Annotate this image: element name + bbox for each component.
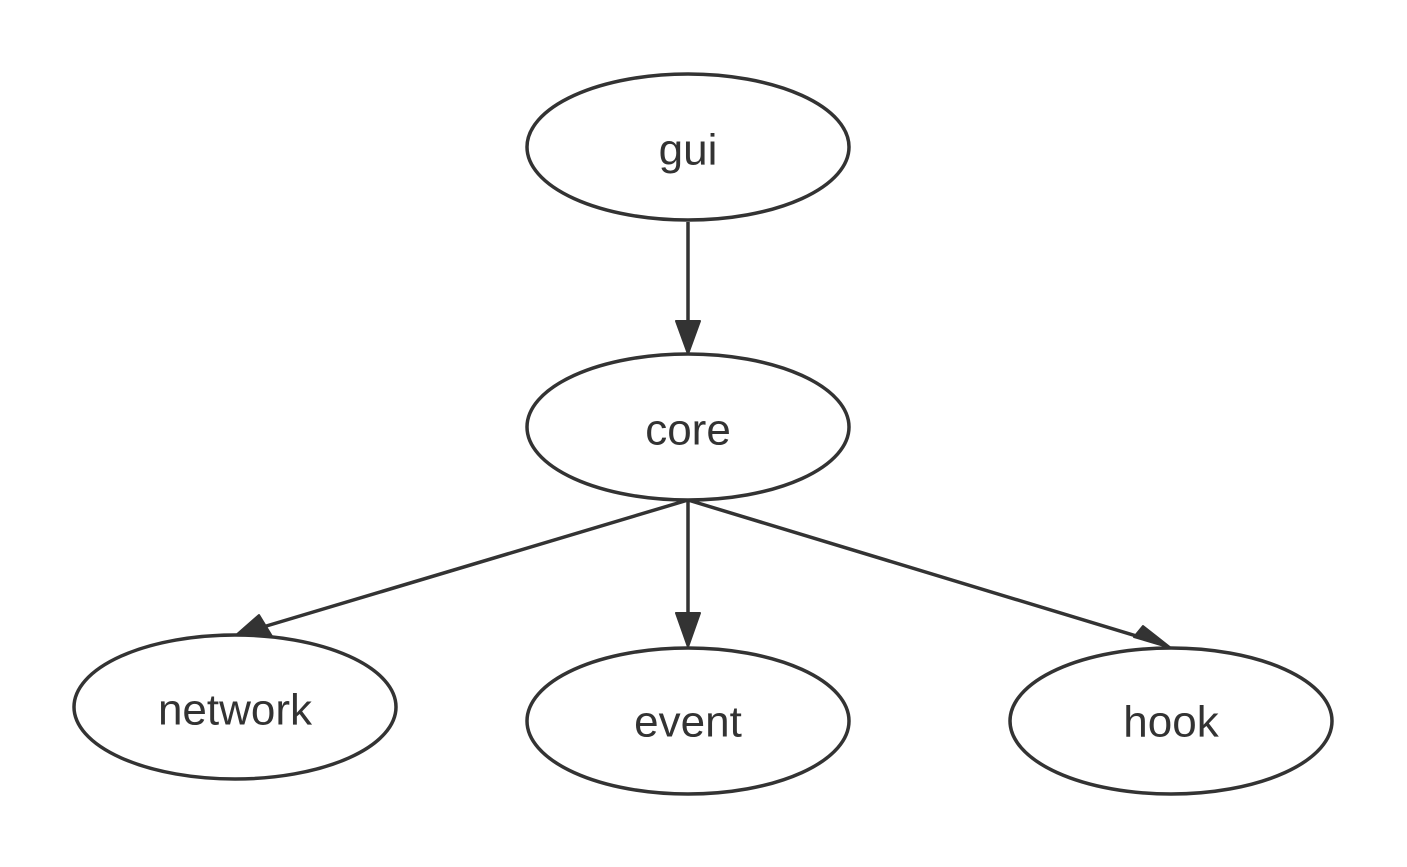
node-network[interactable]: network <box>72 633 398 781</box>
node-core[interactable]: core <box>525 352 851 502</box>
node-core-label: core <box>645 406 731 455</box>
node-gui-shape <box>525 72 851 222</box>
node-network-shape <box>72 633 398 781</box>
node-event-shape <box>525 646 851 796</box>
edge-core-event <box>675 500 701 648</box>
node-network-label: network <box>158 686 313 735</box>
edge-gui-core <box>675 222 701 355</box>
node-gui-label: gui <box>659 126 718 175</box>
node-hook-label: hook <box>1123 698 1219 747</box>
edges <box>234 222 1172 649</box>
edge-core-network <box>234 498 689 639</box>
node-event[interactable]: event <box>525 646 851 796</box>
node-hook-shape <box>1008 646 1334 796</box>
node-hook[interactable]: hook <box>1008 646 1334 796</box>
node-event-label: event <box>634 698 742 747</box>
edge-core-hook <box>687 498 1172 649</box>
node-gui[interactable]: gui <box>525 72 851 222</box>
node-core-shape <box>525 352 851 502</box>
